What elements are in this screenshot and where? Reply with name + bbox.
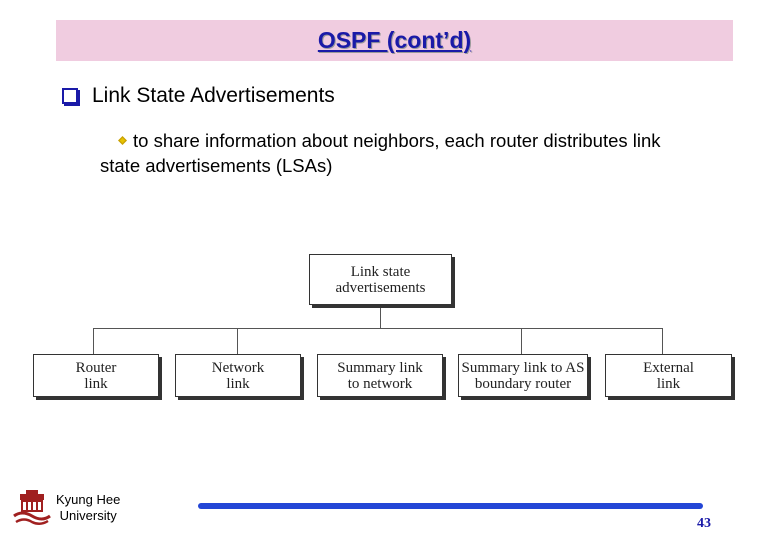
diamond-icon bbox=[118, 136, 127, 145]
university-line-2: University bbox=[59, 508, 117, 523]
child-connector-2 bbox=[237, 328, 239, 355]
root-box-label: Link state advertisements bbox=[335, 263, 426, 296]
checkbox-icon bbox=[62, 88, 78, 104]
child-box-label: Summary link to network bbox=[337, 359, 423, 392]
child-box-external-link: External link bbox=[605, 354, 732, 397]
child-box-router-link: Router link bbox=[33, 354, 159, 397]
main-bullet: Link State Advertisements bbox=[62, 84, 335, 108]
child-box-label: External link bbox=[643, 359, 694, 392]
footer-bar bbox=[198, 503, 703, 509]
university-line-1: Kyung Hee bbox=[56, 492, 121, 507]
child-connector-5 bbox=[662, 328, 664, 355]
main-bullet-text: Link State Advertisements bbox=[92, 84, 335, 107]
child-box-label: Router link bbox=[75, 359, 117, 392]
sub-bullet-text: to share information about neighbors, ea… bbox=[100, 130, 661, 176]
child-box-label: Summary link to AS boundary router bbox=[461, 359, 585, 392]
child-box-summary-network: Summary link to network bbox=[317, 354, 443, 397]
sub-bullet: to share information about neighbors, ea… bbox=[100, 128, 700, 178]
university-name: Kyung Hee University bbox=[56, 492, 120, 524]
horizontal-connector bbox=[93, 328, 662, 330]
title-bar: OSPF (cont’d) bbox=[56, 20, 733, 61]
child-connector-1 bbox=[93, 328, 95, 355]
root-box: Link state advertisements bbox=[309, 254, 452, 305]
child-box-network-link: Network link bbox=[175, 354, 301, 397]
child-box-label: Network link bbox=[211, 359, 265, 392]
child-connector-4 bbox=[521, 328, 523, 355]
root-connector bbox=[380, 306, 382, 329]
slide-title: OSPF (cont’d) bbox=[317, 27, 472, 53]
child-box-summary-asbr: Summary link to AS boundary router bbox=[458, 354, 588, 397]
page-number: 43 bbox=[697, 516, 711, 531]
university-seal-icon bbox=[13, 490, 51, 525]
